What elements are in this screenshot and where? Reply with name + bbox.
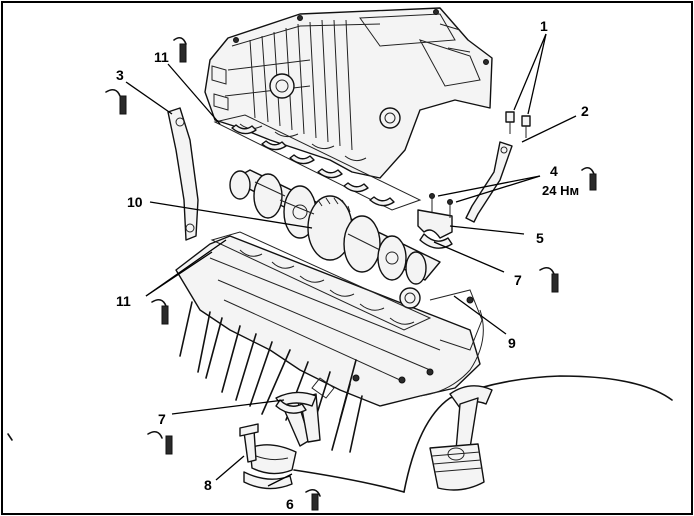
lower-bearing-shells xyxy=(210,231,432,331)
callout-7-upper: 7 xyxy=(514,272,522,288)
callout-9: 9 xyxy=(508,335,516,351)
callout-8: 8 xyxy=(204,477,212,493)
bolts-pair xyxy=(505,111,531,138)
callout-3: 3 xyxy=(116,67,124,83)
edge-mark xyxy=(7,433,13,441)
torque-wrench-icon xyxy=(539,266,559,293)
inset-panel xyxy=(293,375,673,493)
torque-wrench-icon xyxy=(147,430,173,455)
callout-11-lower: 11 xyxy=(116,293,131,309)
torque-wrench-icon xyxy=(305,488,321,511)
crankcase-studs xyxy=(179,301,363,453)
callout-7-lower: 7 xyxy=(158,411,166,427)
callout-11-upper: 11 xyxy=(154,49,169,65)
torque-wrench-icon xyxy=(173,36,187,63)
crankshaft xyxy=(229,169,441,285)
chain-tensioner-guide xyxy=(167,107,199,241)
callout-4: 4 xyxy=(550,163,558,179)
callout-2: 2 xyxy=(581,103,589,119)
callout-1: 1 xyxy=(540,18,548,34)
torque-value: 24 Нм xyxy=(542,183,579,198)
bearing-shell-upper xyxy=(419,233,453,249)
bearing-cap xyxy=(417,193,453,239)
chain-guide-right xyxy=(465,141,513,223)
upper-bearing-shells xyxy=(213,114,422,211)
callout-5: 5 xyxy=(536,230,544,246)
leader-lines xyxy=(125,33,577,487)
torque-wrench-icon xyxy=(581,166,597,191)
lower-crankcase xyxy=(175,235,484,407)
upper-crankcase xyxy=(204,7,493,179)
callout-10: 10 xyxy=(127,194,143,210)
torque-wrench-icon xyxy=(105,88,127,115)
connecting-rod-assembly xyxy=(239,391,321,490)
torque-wrench-icon xyxy=(151,298,169,325)
callout-6: 6 xyxy=(286,496,294,512)
bearing-shell-lower xyxy=(275,399,307,414)
